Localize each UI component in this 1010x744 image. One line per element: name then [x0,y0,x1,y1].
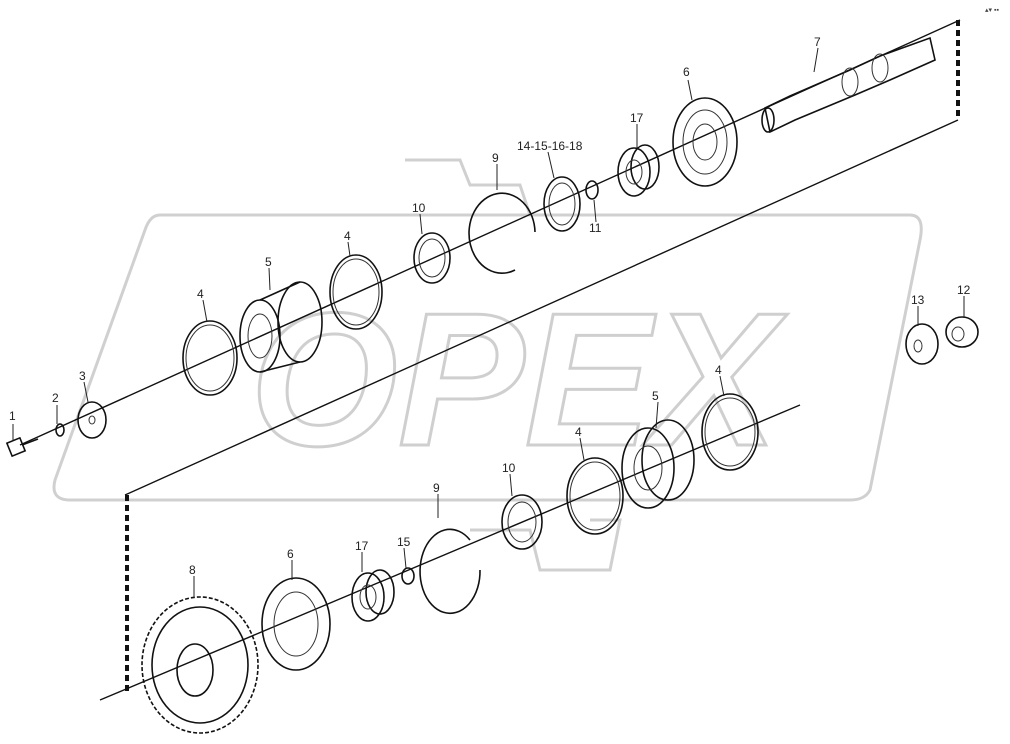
callout-17b: 17 [355,539,369,553]
callout-17a: 17 [630,111,644,125]
callout-10a: 10 [412,201,426,215]
part-hub-5a [239,281,323,373]
callout-15: 15 [397,535,411,549]
callout-4b: 4 [344,229,351,243]
part-hub-5b [621,419,695,509]
callout-4c: 4 [575,425,582,439]
callout-6b: 6 [287,547,294,561]
part-circlip-9a [468,192,536,275]
part-washer-2 [55,423,65,437]
callout-3: 3 [79,369,86,383]
callout-9a: 9 [492,151,499,165]
callout-7: 7 [814,35,821,49]
part-washer-13 [905,323,939,365]
callout-5b: 5 [652,389,659,403]
part-shaft-7 [761,36,936,134]
part-seal-10b [501,494,543,550]
part-snap-ring-4a [182,320,238,396]
callout-8: 8 [189,563,196,577]
part-ring-set-14 [543,176,581,232]
watermark-text: OPEX [250,274,788,486]
callout-1: 1 [9,409,16,423]
part-small-ring-11 [585,180,599,200]
callout-10b: 10 [502,461,516,475]
opex-watermark: OPEX [52,158,923,572]
part-snap-ring-4b [329,254,383,330]
part-bearing-17b [351,569,395,622]
callout-4a: 4 [197,287,204,301]
callout-11: 11 [589,221,602,235]
part-bolt [5,436,39,458]
part-bearing-6b [261,577,331,671]
callout-9b: 9 [433,481,440,495]
callout-6a: 6 [683,65,690,79]
callout-14-15-16-18: 14-15-16-18 [517,139,583,153]
part-gear-8 [141,596,259,734]
middle-axis-line [124,119,959,496]
leader-lines [12,47,965,598]
corner-mark: ▴▾ ▪▪ [985,7,999,14]
part-seal-10a [413,232,451,284]
callout-4d: 4 [715,363,722,377]
callout-2: 2 [52,391,59,405]
part-circlip-9b [419,528,481,615]
callout-labels: 1 2 3 4 5 4 10 9 14-15-16-18 11 17 6 7 1… [9,35,971,577]
part-plate-3 [77,401,107,439]
part-snap-ring-4c [566,457,624,535]
part-small-ring-15 [401,567,415,585]
part-nut-12 [945,316,979,348]
callout-13: 13 [911,293,925,307]
callout-12: 12 [957,283,971,297]
lower-axis-line [99,404,801,701]
callout-5a: 5 [265,255,272,269]
part-bearing-6a [672,97,738,187]
part-snap-ring-4d [701,393,759,471]
part-bearing-17a [617,144,660,197]
